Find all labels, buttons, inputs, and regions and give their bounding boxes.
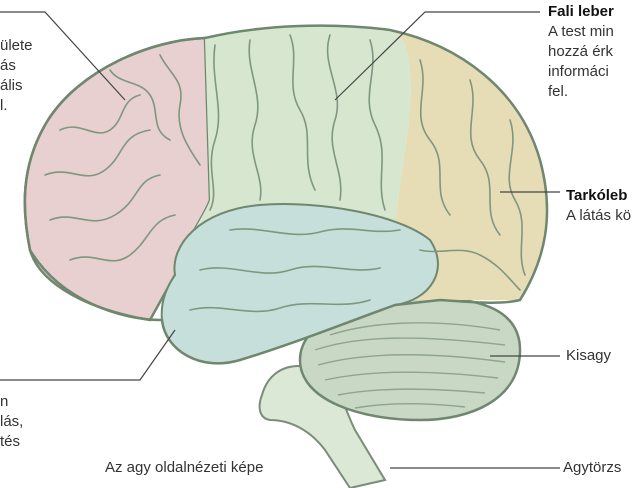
diagram-caption: Az agy oldalnézeti képe: [105, 458, 263, 478]
left-top-label: ülete ás ális l.: [0, 36, 33, 116]
left-top-line: l.: [0, 96, 33, 116]
left-top-line: ülete: [0, 36, 33, 56]
left-bottom-line: tés: [0, 432, 23, 452]
parietal-desc-line: A test min: [548, 22, 614, 42]
occipital-label: Tarkóleb A látás kö: [566, 186, 631, 226]
parietal-title: Fali leber: [548, 2, 614, 22]
cerebellum-label: Kisagy: [566, 346, 611, 366]
parietal-desc-line: informáci: [548, 62, 614, 82]
left-top-line: ális: [0, 76, 33, 96]
left-bottom-line: lás,: [0, 412, 23, 432]
parietal-label: Fali leber A test min hozzá érk informác…: [548, 2, 614, 102]
occipital-title: Tarkóleb: [566, 186, 631, 206]
occipital-desc: A látás kö: [566, 206, 631, 226]
parietal-desc-line: fel.: [548, 82, 614, 102]
left-bottom-label: n lás, tés: [0, 392, 23, 452]
parietal-desc-line: hozzá érk: [548, 42, 614, 62]
left-bottom-line: n: [0, 392, 23, 412]
left-top-line: ás: [0, 56, 33, 76]
brainstem-label: Agytörzs: [563, 458, 621, 478]
